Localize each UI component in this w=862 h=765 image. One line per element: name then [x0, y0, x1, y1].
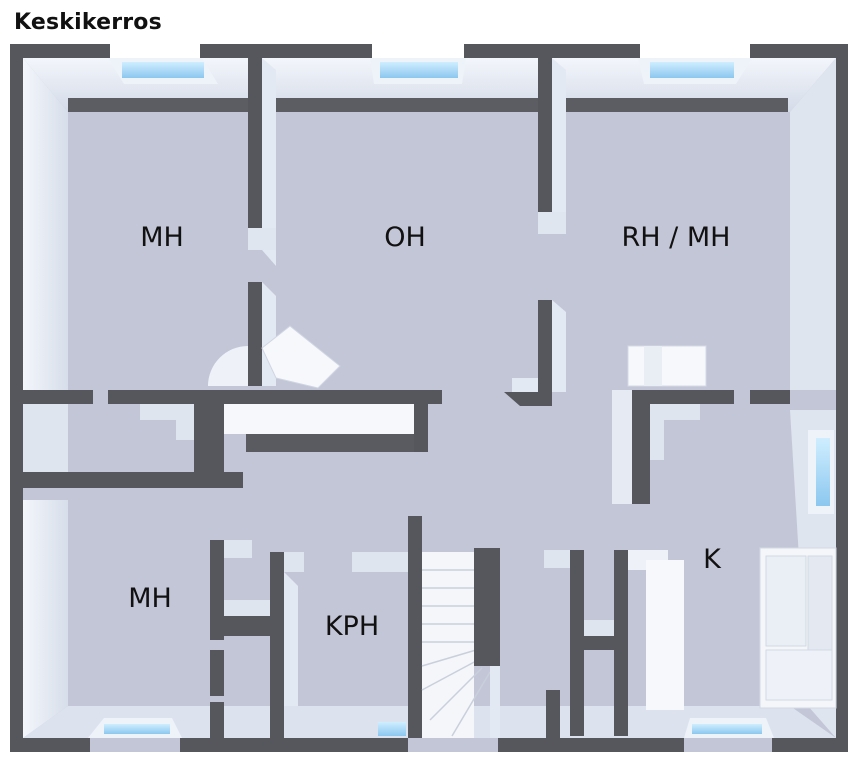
window-top-2: [370, 58, 466, 84]
left-wall-face: [23, 58, 68, 390]
kitchen-counter: [759, 547, 837, 709]
window-right: [808, 430, 834, 514]
room-label-rh-mh: RH / MH: [622, 222, 731, 253]
window-bottom-1: [88, 718, 182, 738]
right-wall-face: [790, 58, 836, 390]
window-bottom-2: [378, 722, 406, 736]
window-top-3: [638, 58, 752, 84]
partition-mid-left: [23, 390, 442, 488]
left-wall-face-lower: [23, 500, 68, 738]
window-bottom-3: [684, 718, 774, 738]
partition-mid-right: [612, 345, 790, 504]
kitchen-partitions: [544, 550, 684, 738]
top-wall-faces: [23, 58, 836, 112]
staircase: [421, 548, 500, 738]
window-top-1: [108, 58, 218, 84]
room-label-mh-lower-left: MH: [128, 583, 172, 614]
room-label-k: K: [703, 544, 722, 575]
partition-mh-oh: [248, 58, 276, 386]
room-label-mh-upper-left: MH: [140, 222, 184, 253]
curved-fixture: [208, 325, 341, 389]
room-label-kph: KPH: [325, 611, 379, 642]
partition-oh-rh: [504, 58, 566, 406]
bathroom-walls: [210, 516, 422, 738]
room-label-oh: OH: [384, 222, 426, 253]
floor-title: Keskikerros: [14, 10, 162, 35]
outer-walls: [10, 44, 848, 752]
